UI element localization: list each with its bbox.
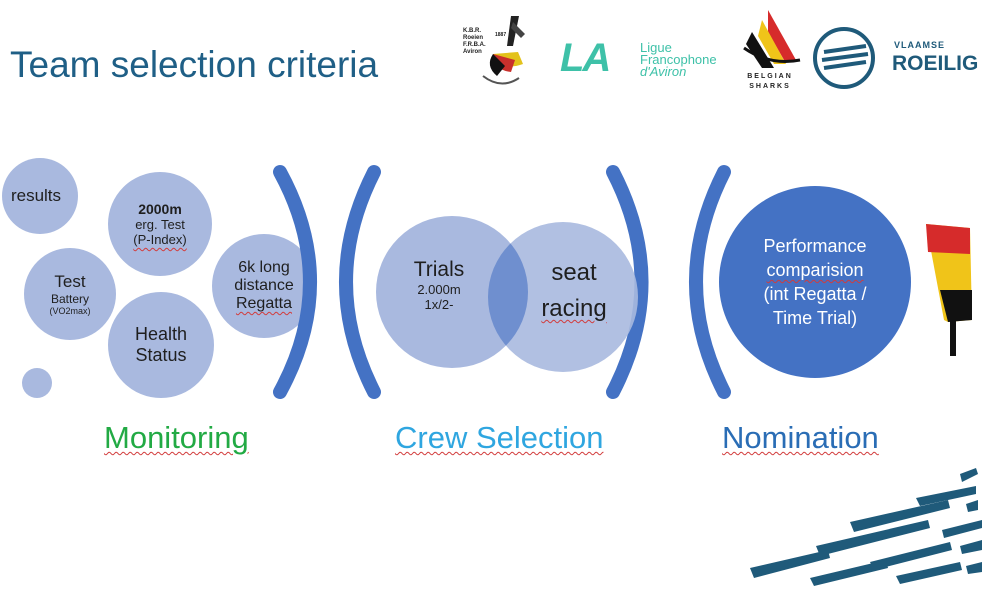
health-status-circle: Health Status xyxy=(108,292,214,398)
nomination-circle: Performance comparision (int Regatta / T… xyxy=(719,186,911,378)
small-dot xyxy=(22,368,52,398)
health-status-line-1: Health xyxy=(134,324,188,344)
bracket-close-monitoring xyxy=(273,165,317,399)
kbr-logo: K.B.R. Roeien F.R.B.A. Aviron 1887 xyxy=(463,12,538,92)
kbr-text-1: K.B.R. xyxy=(463,28,481,34)
erg-test-pindex: (P-Index) xyxy=(133,232,187,247)
regatta-circle: 6k long distance Regatta xyxy=(212,234,316,338)
nomination-line-2: comparision xyxy=(766,260,864,280)
decorative-oars xyxy=(750,468,982,586)
page-title: Team selection criteria xyxy=(10,44,379,85)
bracket-open-crew xyxy=(339,165,381,399)
vlaamse-text-1: VLAAMSE xyxy=(894,40,946,50)
erg-test-subtitle: erg. Test xyxy=(135,217,185,232)
nomination-line-1: Performance xyxy=(763,236,867,256)
section-nomination: Nomination xyxy=(722,420,879,455)
kbr-text-2: Roeien xyxy=(463,35,484,41)
test-battery-subtitle: Battery xyxy=(50,292,89,306)
results-label: results xyxy=(10,186,62,205)
seat-racing-line-1: seat xyxy=(551,259,597,286)
trials-distance: 2.000m xyxy=(417,282,461,297)
belgian-oar-icon xyxy=(926,224,972,356)
section-monitoring: Monitoring xyxy=(104,420,249,455)
nomination-line-4: Time Trial) xyxy=(772,308,858,328)
ligue-text-1: Ligue xyxy=(640,40,672,55)
vlaamse-circle-icon xyxy=(813,27,875,89)
venn-overlap xyxy=(488,222,528,368)
kbr-year: 1887 xyxy=(495,32,507,38)
regatta-line-1: 6k long xyxy=(238,259,290,276)
regatta-line-3: Regatta xyxy=(235,295,293,312)
test-battery-vo2: (VO2max) xyxy=(49,306,91,316)
health-status-line-2: Status xyxy=(135,345,187,365)
sharks-logo: BELGIAN SHARKS xyxy=(734,8,806,94)
kbr-text-3: F.R.B.A. xyxy=(463,42,486,48)
erg-test-title: 2000m xyxy=(138,201,182,217)
ligue-mark: LA xyxy=(560,36,611,80)
bracket-open-nomination xyxy=(689,165,731,399)
erg-test-circle: 2000m erg. Test (P-Index) xyxy=(108,172,212,276)
trials-title: Trials xyxy=(413,258,465,281)
ligue-logo: LA Ligue Francophone d'Aviron xyxy=(556,28,731,88)
test-battery-title: Test xyxy=(54,272,86,291)
sharks-fin-icon xyxy=(743,10,801,68)
kbr-text-4: Aviron xyxy=(463,49,482,55)
sharks-text-2: SHARKS xyxy=(749,83,791,90)
ligue-text-3: d'Aviron xyxy=(640,64,687,79)
bracket-close-crew xyxy=(606,165,649,399)
section-crew-selection: Crew Selection xyxy=(395,420,604,455)
trials-boats: 1x/2- xyxy=(424,297,454,312)
sharks-text-1: BELGIAN xyxy=(747,73,793,80)
kbr-crest-icon xyxy=(482,16,525,85)
nomination-line-3: (int Regatta / xyxy=(763,284,867,304)
vlaamse-logo: VLAAMSE ROEILIG xyxy=(812,26,980,92)
ligue-text-2: Francophone xyxy=(640,52,717,67)
oar-pattern-icon xyxy=(750,468,982,586)
vlaamse-text-2: ROEILIG xyxy=(892,52,979,75)
regatta-line-2: distance xyxy=(234,277,294,294)
seat-racing-line-2: racing xyxy=(541,295,607,322)
results-circle: results xyxy=(2,158,78,234)
test-battery-circle: Test Battery (VO2max) xyxy=(24,248,116,340)
